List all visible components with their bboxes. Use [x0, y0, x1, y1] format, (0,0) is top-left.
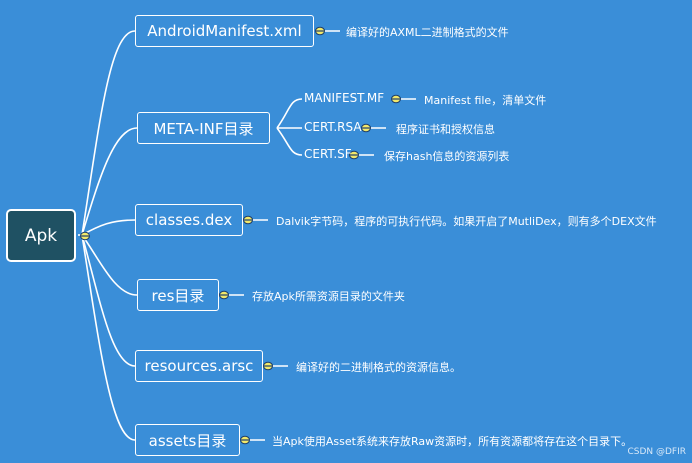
note-manifest-mf: Manifest file，清单文件: [424, 94, 547, 107]
node-meta-inf[interactable]: META-INF目录: [137, 112, 270, 144]
node-androidmanifest[interactable]: AndroidManifest.xml: [135, 15, 314, 47]
note-res: 存放Apk所需资源目录的文件夹: [252, 290, 405, 303]
node-cert-rsa[interactable]: CERT.RSA: [304, 120, 362, 134]
connector-classes: [81, 219, 136, 236]
note-androidmanifest: 编译好的AXML二进制格式的文件: [346, 26, 509, 39]
node-cert-sf[interactable]: CERT.SF: [304, 147, 352, 161]
connector-meta-inf: [81, 127, 138, 236]
note-resources-arsc: 编译好的二进制格式的资源信息。: [296, 361, 461, 374]
note-assets: 当Apk使用Asset系统来存放Raw资源时，所有资源都将存在这个目录下。: [272, 435, 633, 448]
connector-resources: [81, 234, 136, 367]
connector-assets: [81, 234, 136, 441]
node-res[interactable]: res目录: [137, 279, 219, 311]
connector-cert-sf: [276, 127, 303, 156]
note-classes-dex: Dalvik字节码，程序的可执行代码。如果开启了MutliDex，则有多个DEX…: [276, 215, 657, 228]
note-cert-rsa: 程序证书和授权信息: [396, 123, 495, 136]
node-assets[interactable]: assets目录: [135, 424, 240, 456]
node-classes-dex[interactable]: classes.dex: [135, 204, 243, 236]
connector-androidmanifest: [81, 30, 136, 236]
node-manifest-mf[interactable]: MANIFEST.MF: [304, 91, 385, 105]
connector-manifest-mf: [276, 98, 303, 129]
node-resources-arsc[interactable]: resources.arsc: [135, 350, 263, 382]
note-cert-sf: 保存hash信息的资源列表: [384, 150, 510, 163]
root-node-apk[interactable]: Apk: [6, 209, 76, 262]
connector-res: [81, 234, 138, 296]
watermark: CSDN @DFIR: [627, 447, 686, 457]
